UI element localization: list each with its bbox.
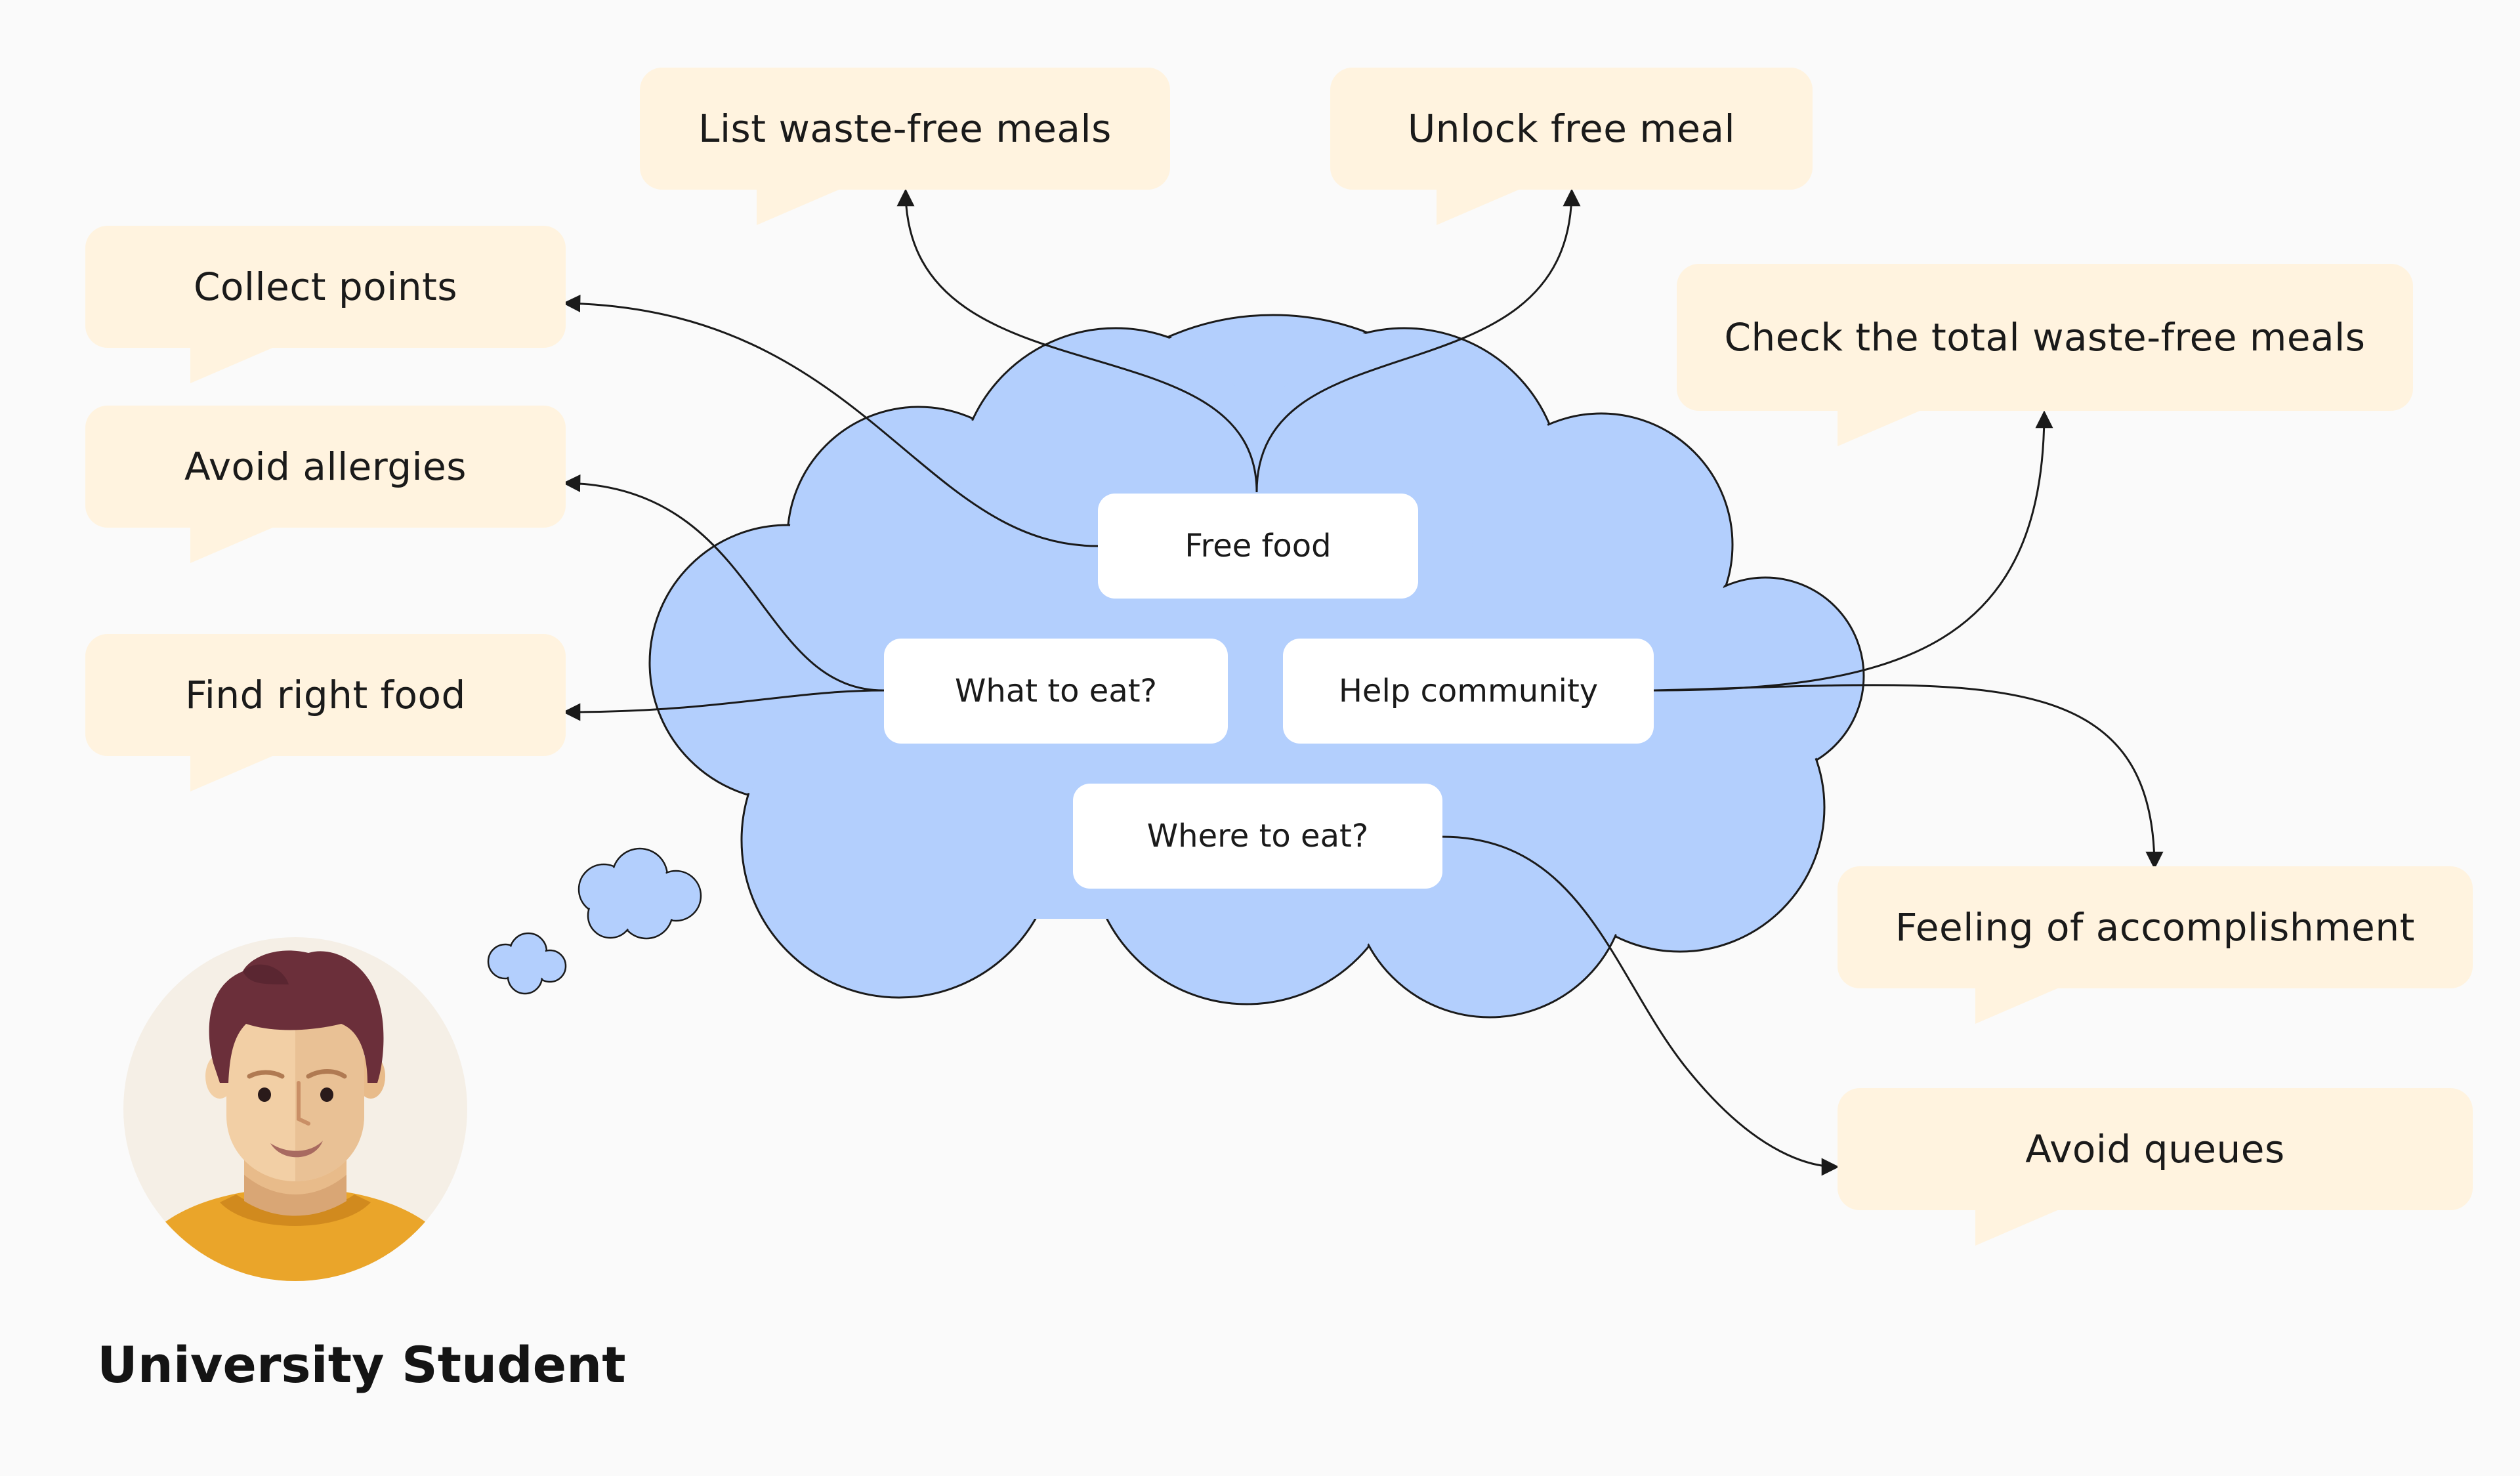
connector-what-to-eat-to-find-food [562,689,885,721]
bubble-feeling-of-accomplishment-label: Feeling of accomplishment [1895,905,2415,950]
bubble-find-right-food: Find right food [85,634,566,791]
connectors [562,188,2164,1176]
node-where-to-eat-label: Where to eat? [1146,818,1369,854]
node-free-food: Free food [1098,494,1418,599]
connector-where-to-queues [1442,835,1839,1176]
connector-free-food-to-list [896,188,1258,493]
bubble-avoid-allergies: Avoid allergies [85,406,566,563]
bubble-find-right-food-label: Find right food [185,673,466,717]
thought-puff-small [487,932,567,995]
bubble-unlock-free-meal: Unlock free meal [1330,68,1813,225]
bubble-list-waste-free-meals: List waste-free meals [640,68,1170,225]
persona-title: University Student [97,1336,626,1394]
bubble-check-total-meals-label: Check the total waste-free meals [1724,315,2366,360]
bubble-unlock-free-meal-label: Unlock free meal [1407,106,1736,151]
bubble-check-total-meals: Check the total waste-free meals [1677,264,2413,446]
avatar [123,937,467,1281]
bubble-list-waste-free-meals-label: List waste-free meals [698,106,1112,151]
node-what-to-eat: What to eat? [884,639,1228,744]
thought-puff-medium [578,847,702,940]
bubble-collect-points-label: Collect points [193,264,458,309]
bubble-feeling-of-accomplishment: Feeling of accomplishment [1838,866,2473,1024]
node-where-to-eat: Where to eat? [1073,784,1442,889]
thought-cloud [648,314,1865,1019]
node-help-community-label: Help community [1338,673,1599,709]
bubble-avoid-queues-label: Avoid queues [2025,1127,2285,1171]
bubble-avoid-allergies-label: Avoid allergies [184,444,467,489]
connector-what-to-eat-to-allergies [562,474,885,692]
node-what-to-eat-label: What to eat? [954,673,1158,709]
node-help-community: Help community [1283,639,1654,744]
connector-help-to-accomplishment [1653,684,2164,870]
connector-free-food-to-unlock [1255,188,1581,493]
bubble-avoid-queues: Avoid queues [1838,1088,2473,1246]
bubble-collect-points: Collect points [85,226,566,383]
connector-free-food-to-points [562,294,1099,547]
node-free-food-label: Free food [1185,528,1332,564]
